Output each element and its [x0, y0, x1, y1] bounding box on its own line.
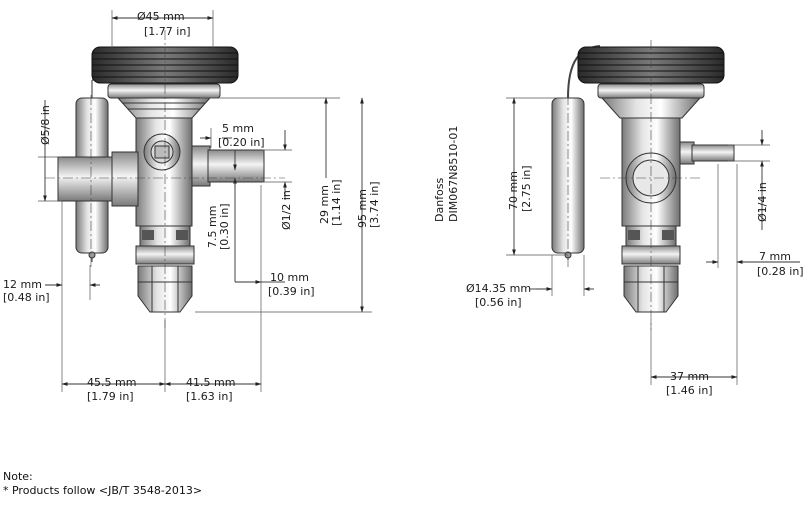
label-7mm: 7 mm [759, 250, 791, 263]
label-95mm: 95 mm [356, 189, 369, 228]
label-dia-45-in: [1.77 in] [144, 25, 191, 38]
label-12mm: 12 mm [3, 278, 42, 291]
label-5mm-in: [0.20 in] [218, 136, 265, 149]
label-dia-14-35-in: [0.56 in] [475, 296, 522, 309]
label-10mm: 10 mm [270, 271, 309, 284]
front-view-valve [57, 46, 265, 313]
side-labels: Danfoss DIM067N8510-01 70 mm [2.75 in] Ø… [433, 126, 804, 397]
label-dia-5-8: Ø5/8 in [39, 105, 52, 145]
label-29mm: 29 mm [318, 185, 331, 224]
label-dia-1-4: Ø1/4 in [756, 182, 769, 222]
note-title: Note: [3, 470, 33, 483]
label-45-5mm-in: [1.79 in] [87, 390, 134, 403]
label-7mm-in: [0.28 in] [757, 265, 804, 278]
label-7-5mm: 7.5 mm [206, 206, 219, 248]
label-dia-14-35: Ø14.35 mm [466, 282, 531, 295]
note-text: * Products follow <JB/T 3548-2013> [3, 484, 203, 497]
front-labels: Ø45 mm [1.77 in] Ø5/8 in 5 mm [0.20 in] … [3, 10, 381, 403]
label-12mm-in: [0.48 in] [3, 291, 50, 304]
side-dimensions [506, 97, 800, 385]
brand-label: Danfoss [433, 177, 446, 222]
label-70mm: 70 mm [507, 171, 520, 210]
label-41-5mm: 41.5 mm [186, 376, 235, 389]
label-41-5mm-in: [1.63 in] [186, 390, 233, 403]
outlet-pipe [191, 145, 211, 187]
label-29mm-in: [1.14 in] [330, 179, 343, 226]
label-37mm: 37 mm [670, 370, 709, 383]
label-70mm-in: [2.75 in] [520, 165, 533, 212]
label-7-5mm-in: [0.30 in] [218, 203, 231, 250]
label-37mm-in: [1.46 in] [666, 384, 713, 397]
front-dimensions [38, 10, 372, 392]
label-dia-45: Ø45 mm [137, 10, 185, 23]
side-centerlines [567, 40, 700, 330]
label-dia-1-2: Ø1/2 in [280, 190, 293, 230]
front-centerlines [45, 30, 285, 330]
side-view-valve [551, 45, 735, 313]
label-5mm: 5 mm [222, 122, 254, 135]
note-block: Note: * Products follow <JB/T 3548-2013> [3, 470, 202, 498]
part-number-label: DIM067N8510-01 [447, 126, 460, 222]
label-10mm-in: [0.39 in] [268, 285, 315, 298]
label-95mm-in: [3.74 in] [368, 181, 381, 228]
label-45-5mm: 45.5 mm [87, 376, 136, 389]
